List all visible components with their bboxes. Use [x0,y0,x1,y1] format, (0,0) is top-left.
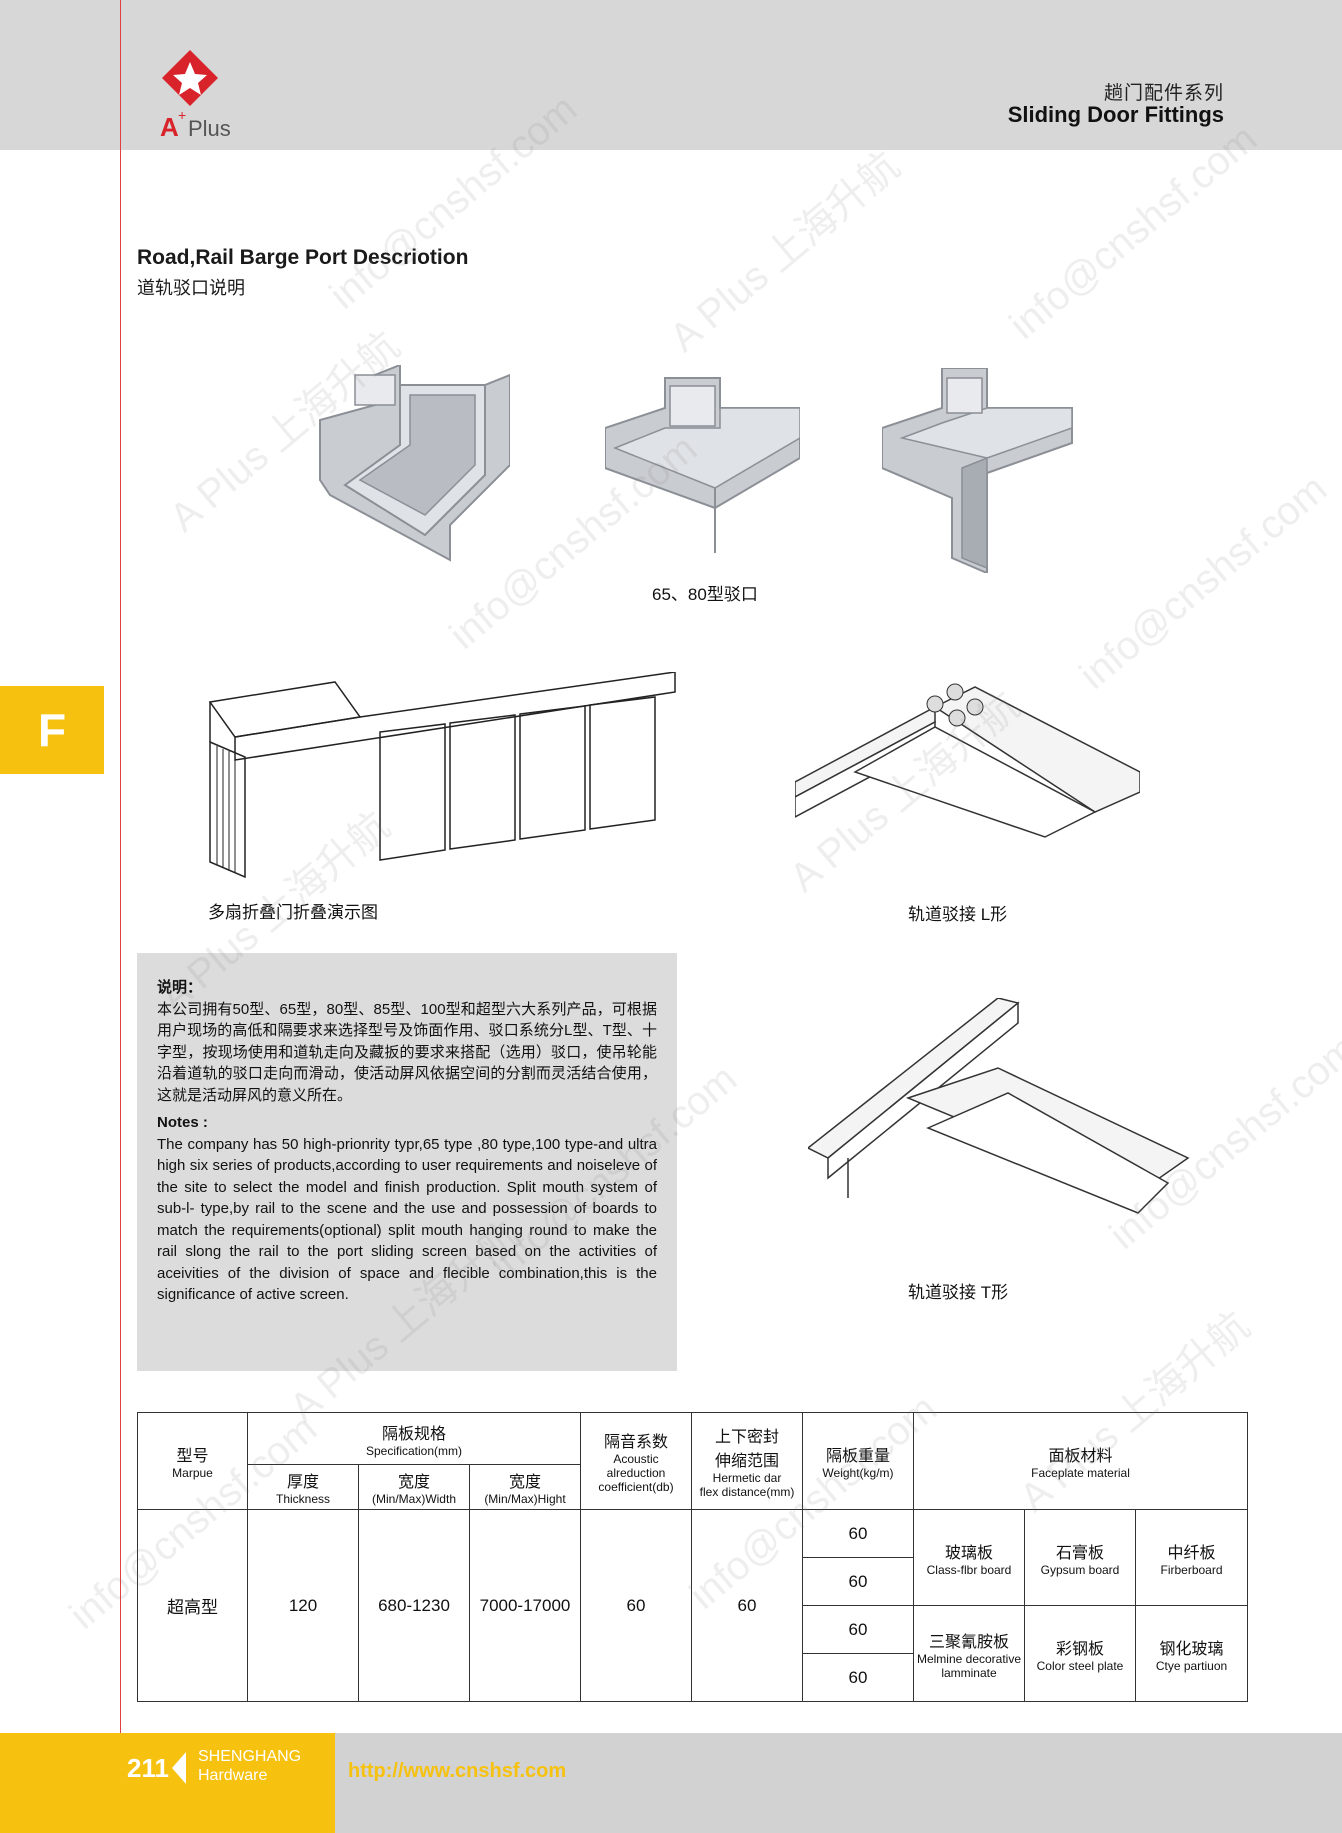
footer-url-link[interactable]: http://www.cnshsf.com [348,1760,567,1782]
folding-door-figure [208,672,676,879]
footer-accent [0,1733,335,1833]
table-row: 60 [138,1653,1248,1702]
cell-width: 680-1230 [358,1509,470,1702]
notes-body-cn: 本公司拥有50型、65型，80型、85型、100型和超型六大系列产品，可根据用户… [157,1000,657,1104]
t-joint-caption: 轨道驳接 T形 [908,1283,1009,1302]
profiles-caption: 65、80型驳口 [652,585,758,604]
chapter-tab: F [0,686,104,774]
svg-text:+: + [178,107,186,123]
svg-text:A: A [160,112,179,142]
page-header [0,0,1342,150]
cell-seal: 60 [691,1509,803,1702]
cell-height: 7000-17000 [469,1509,581,1702]
cell-weight: 60 [802,1557,914,1606]
page-arrow-icon [172,1752,186,1784]
l-joint-caption: 轨道驳接 L形 [908,905,1008,924]
footer-brand: SHENGHANG [198,1748,302,1765]
table-row: 超高型 120 680-1230 7000-17000 60 60 60 玻璃板… [137,1509,1249,1702]
notes-box: 说明： 本公司拥有50型、65型，80型、85型、100型和超型六大系列产品，可… [137,953,677,1371]
margin-rule [120,0,121,1833]
header-width: 宽度(Min/Max)Width [358,1464,470,1510]
folding-caption: 多扇折叠门折叠演示图 [208,903,378,922]
notes-body-en: The company has 50 high-prionrity typr,6… [157,1135,657,1304]
footer-brand-sub: Hardware [198,1767,268,1784]
t-profile-figure [605,377,800,553]
notes-heading-cn: 说明： [157,979,203,996]
svg-text:Plus: Plus [188,116,231,141]
section-title: Road,Rail Barge Port Descriotion [137,246,469,269]
cell-weight: 60 [802,1653,914,1702]
cross-profile-figure [882,368,1073,573]
page-number: 211 [127,1753,169,1783]
t-joint-figure [808,998,1190,1214]
aplus-logo: A + Plus [160,50,231,142]
l-profile-figure [319,365,510,562]
cell-weight: 60 [802,1605,914,1654]
watermark: A Plus 上海升航 [661,143,908,361]
cell-weight: 60 [802,1509,914,1558]
header-title-cn: 趟门配件系列 [1103,83,1224,104]
cell-acoustic: 60 [580,1509,692,1702]
header-title-en: Sliding Door Fittings [1007,102,1224,127]
table-row: 60 [138,1557,1248,1606]
header-height: 宽度(Min/Max)Hight [469,1464,581,1510]
section-subtitle: 道轨驳口说明 [137,278,245,298]
watermark: info@cnshsf.com [1001,116,1266,348]
l-joint-figure [795,683,1140,838]
cell-thickness: 120 [247,1509,359,1702]
cell-model: 超高型 [137,1509,248,1702]
notes-heading-en: Notes : [157,1114,208,1131]
